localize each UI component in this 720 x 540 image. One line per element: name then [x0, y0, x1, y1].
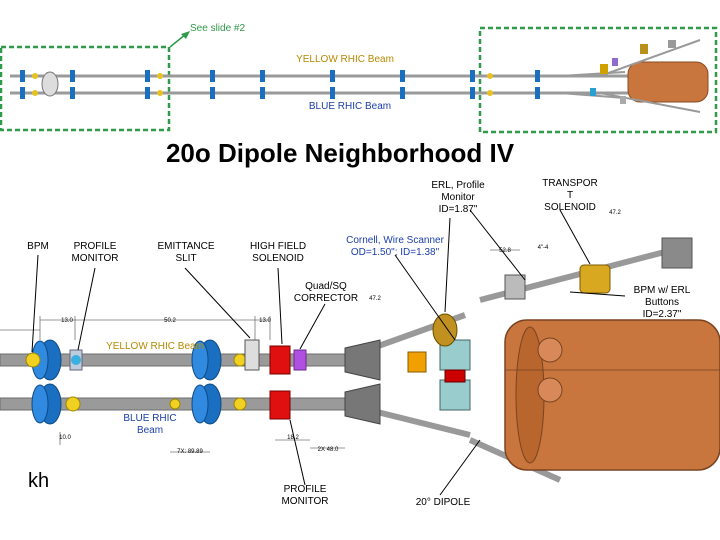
blue-magnet-blue-mid	[191, 383, 222, 425]
upper-right-box	[661, 237, 693, 269]
emittance-slit-device	[244, 339, 260, 371]
overview-blue-beam-label: BLUE RHIC Beam	[308, 101, 392, 112]
overview-dipole	[627, 61, 709, 103]
profile-monitor-bottom-label: PROFILE MONITOR	[281, 484, 329, 507]
dim-label: 18.2	[287, 435, 299, 441]
overview-left-device	[41, 71, 59, 97]
quad-sq-corrector-label: Quad/SQ CORRECTOR	[293, 281, 359, 304]
high-field-solenoid-label: HIGH FIELD SOLENOID	[249, 241, 307, 264]
high-field-solenoid-yellow	[269, 345, 291, 375]
overview-left-box	[0, 45, 171, 132]
dim-label: 50.2	[164, 318, 176, 324]
orange-coil	[407, 351, 427, 373]
dimension-lines	[0, 249, 520, 453]
wedge-block-bottom	[344, 383, 381, 425]
dim-label: 47.2	[369, 296, 381, 302]
emittance-slit-label: EMITTANCE SLIT	[157, 241, 215, 264]
dim-label: 10.0	[59, 435, 71, 441]
dim-label: 2X 48.0	[317, 447, 339, 453]
blue-beam-label: BLUE RHIC Beam	[123, 413, 177, 436]
transport-solenoid-device	[579, 264, 611, 294]
overview-blue-magnets	[20, 70, 540, 99]
page-title: 20o Dipole Neighborhood IV	[165, 138, 515, 168]
see-slide-arrowhead	[181, 31, 190, 39]
profile-monitor-label: PROFILE MONITOR	[71, 241, 119, 264]
yellow-beam-label: YELLOW RHIC Beam	[106, 341, 204, 352]
overview-small-yellow	[32, 73, 493, 96]
dim-label: 47.2	[609, 210, 621, 216]
gold-quad-yellow	[432, 313, 458, 347]
overview-cluster	[559, 39, 701, 113]
overview-right-box	[478, 26, 718, 134]
see-slide-note: See slide #2	[190, 23, 246, 34]
cornell-wire-scanner-label: Cornell, Wire Scanner OD=1.50"; ID=1.38"	[346, 235, 444, 258]
wire-scanner-cluster	[439, 339, 471, 411]
erl-profile-monitor-label: ERL, Profile Monitor ID=1.87"	[431, 180, 485, 215]
dim-label: 13.0	[259, 318, 271, 324]
blue-magnet-yellow-mid	[191, 339, 222, 381]
dim-label: 13.0	[61, 318, 73, 324]
signature-initials: kh	[28, 470, 50, 492]
dim-label: 7X: 89.89	[177, 449, 203, 455]
quad-corrector-device	[293, 349, 307, 371]
overview-yellow-beam-label: YELLOW RHIC Beam	[296, 54, 394, 65]
bpm-label: BPM	[27, 241, 49, 252]
bpm-erl-device	[504, 274, 526, 300]
dim-label: 4"-4	[537, 245, 549, 251]
pointer-lines	[31, 209, 626, 496]
high-field-solenoid-blue	[269, 390, 291, 420]
dim-label: 52.8	[499, 248, 511, 254]
transport-solenoid-label: TRANSPOR T SOLENOID	[542, 178, 598, 213]
dipole-body	[504, 319, 720, 471]
dipole-20-label: 20° DIPOLE	[415, 497, 471, 508]
profile-monitor-device	[69, 349, 83, 371]
yellow-bpm-devices	[25, 352, 247, 412]
blue-magnet-blue-left	[31, 383, 62, 425]
bpm-erl-buttons-label: BPM w/ ERL Buttons ID=2.37"	[633, 285, 691, 320]
wedge-block-top	[344, 339, 381, 381]
